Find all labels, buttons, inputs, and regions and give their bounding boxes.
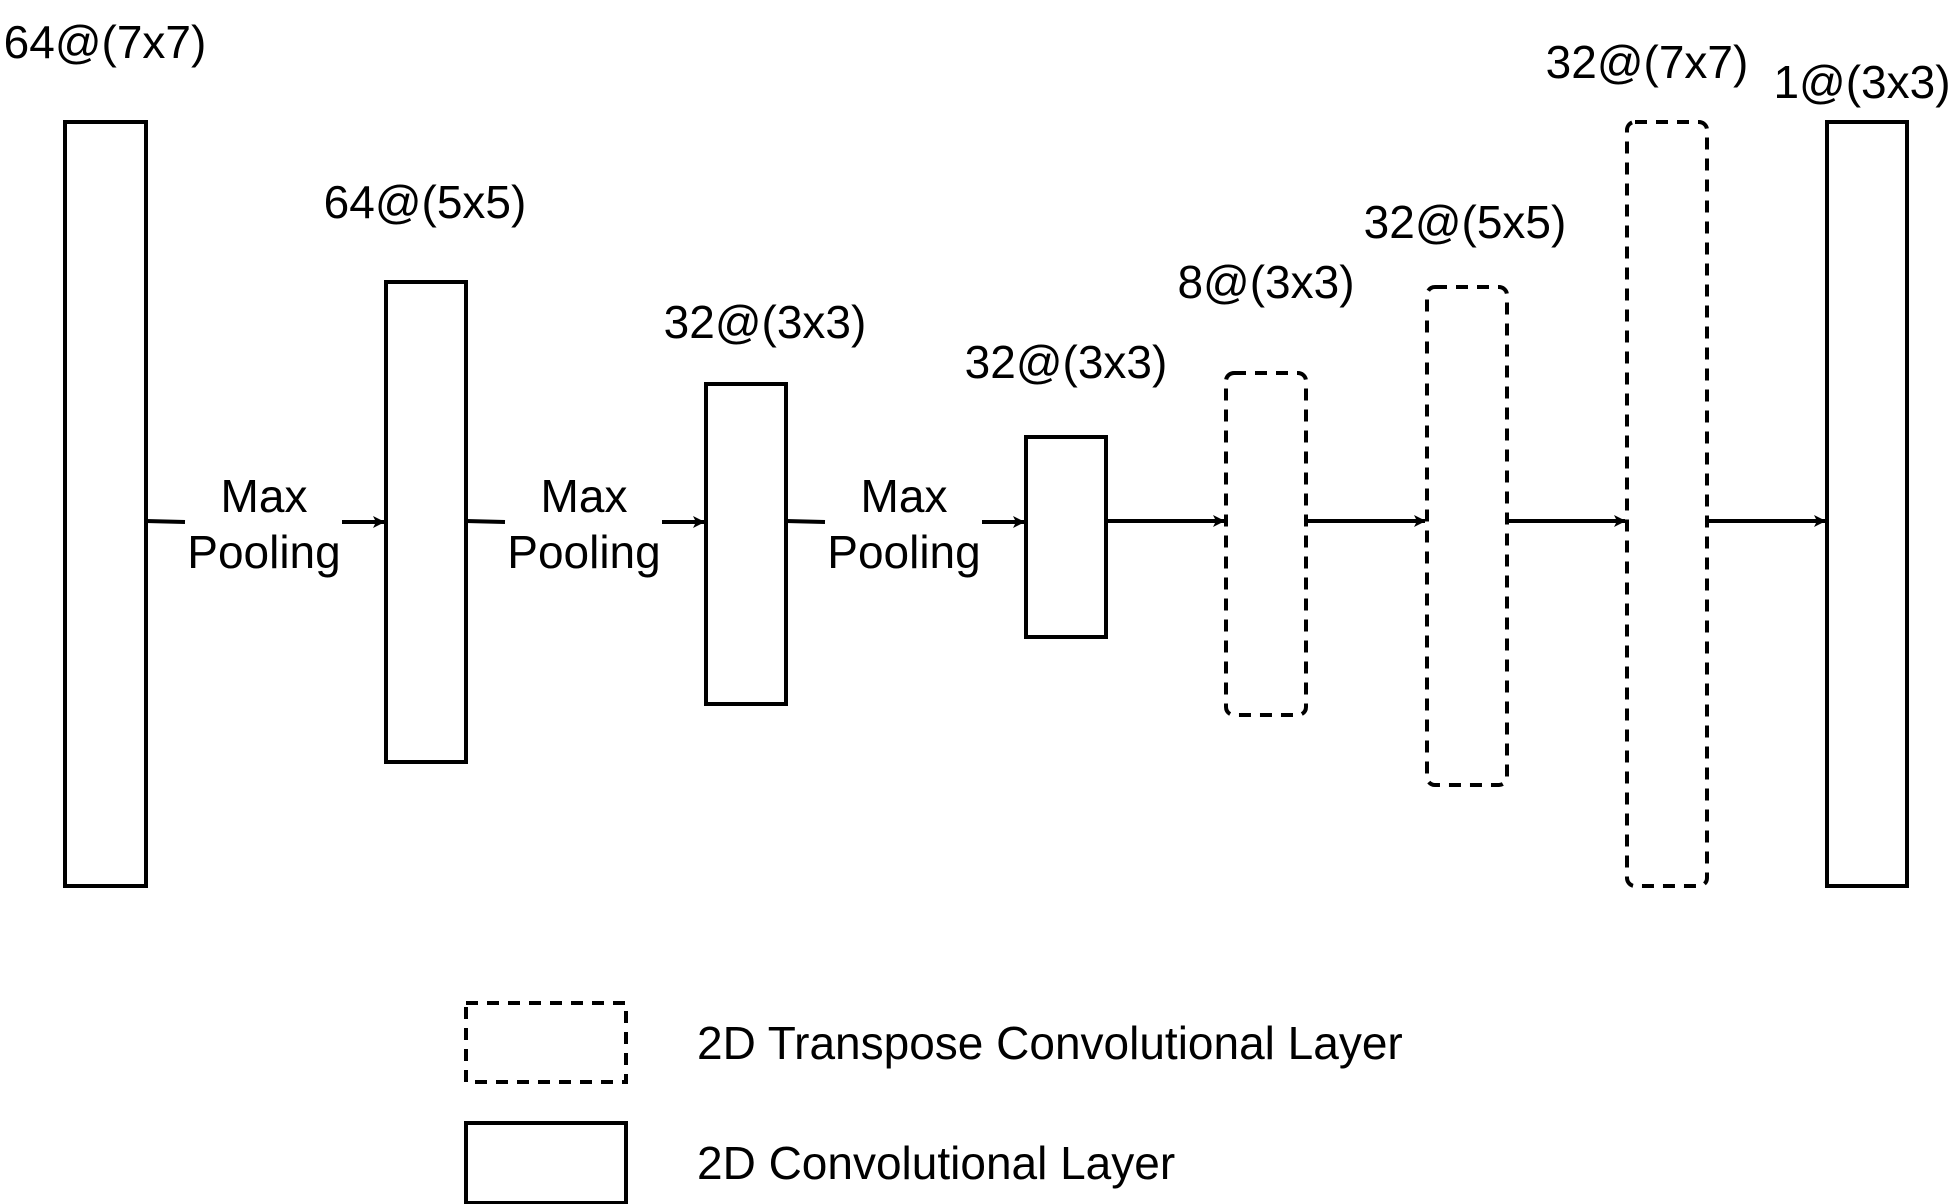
edge-label-conv3-conv4-line2: Pooling [827, 526, 980, 578]
layer-box-conv3 [704, 382, 788, 706]
layer-label-tconv3: 32@(7x7) [1546, 36, 1749, 88]
edge-label-conv1-conv2-line1: Max [221, 470, 308, 522]
layer-box-tconv2 [1425, 285, 1509, 787]
legend-swatch-transpose [464, 1001, 628, 1084]
edge-label-conv1-conv2-line2: Pooling [187, 526, 340, 578]
layer-box-conv5 [1825, 120, 1909, 888]
layer-box-conv4 [1024, 435, 1108, 639]
edge-line-conv3-conv4-in [785, 519, 826, 524]
legend-swatch-conv [464, 1121, 628, 1204]
edge-label-conv2-conv3-line1: Max [541, 470, 628, 522]
legend-label-conv: 2D Convolutional Layer [697, 1137, 1175, 1189]
layer-label-conv5: 1@(3x3) [1773, 56, 1950, 108]
layer-box-tconv1 [1224, 371, 1308, 717]
layer-label-conv3: 32@(3x3) [664, 296, 867, 348]
layer-label-conv2: 64@(5x5) [324, 176, 527, 228]
layer-label-tconv2: 32@(5x5) [1364, 196, 1567, 248]
layer-box-tconv3 [1625, 120, 1709, 888]
edge-label-conv3-conv4-line1: Max [861, 470, 948, 522]
layer-box-conv1 [63, 120, 148, 888]
layer-label-tconv1: 8@(3x3) [1177, 256, 1354, 308]
edge-line-conv1-conv2-in [145, 519, 186, 524]
edge-line-conv2-conv3-in [465, 519, 506, 524]
layer-label-conv4: 32@(3x3) [965, 336, 1168, 388]
legend-label-transpose: 2D Transpose Convolutional Layer [697, 1017, 1403, 1069]
layer-label-conv1: 64@(7x7) [4, 16, 207, 68]
layer-box-conv2 [384, 280, 468, 764]
legend: 2D Transpose Convolutional Layer 2D Conv… [464, 1001, 1403, 1204]
edge-label-conv2-conv3-line2: Pooling [507, 526, 660, 578]
